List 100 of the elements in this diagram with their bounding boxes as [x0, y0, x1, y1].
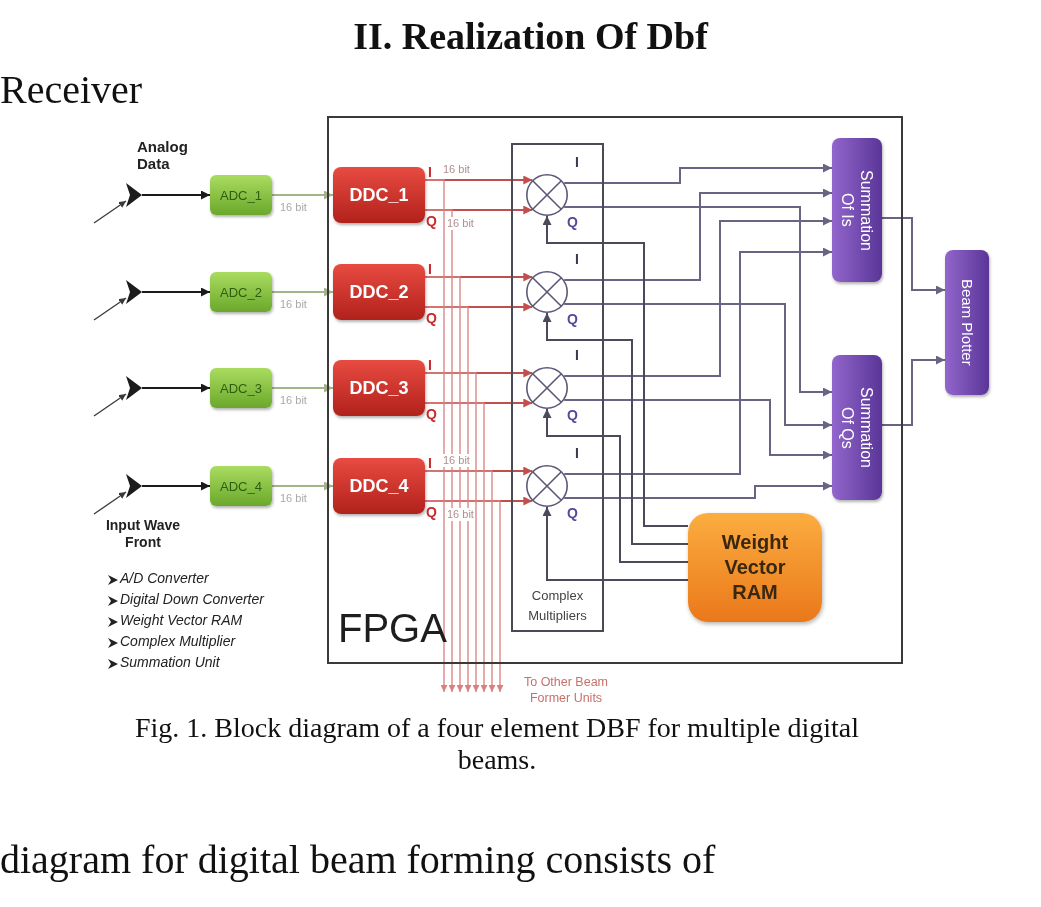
component-list-item: A/D Converter [120, 570, 209, 586]
arrow [424, 306, 472, 693]
ddc-block [333, 458, 425, 514]
arrow [563, 247, 833, 475]
block-label: ADC_1 [220, 187, 262, 203]
body-text: Receiver [0, 66, 143, 113]
fpga-label: FPGA [338, 608, 447, 648]
antenna-symbol [126, 376, 142, 400]
edge-label: 16 bit [442, 454, 471, 468]
signal-label: I [428, 261, 432, 277]
arrow [542, 312, 689, 545]
block-label: ADC_2 [220, 284, 262, 300]
adc-block [210, 175, 272, 215]
arrow [141, 383, 211, 393]
antenna-symbol [126, 280, 142, 304]
arrow [424, 372, 480, 693]
block-label: ADC_4 [220, 478, 262, 494]
arrow [563, 206, 833, 397]
arrow [563, 188, 833, 281]
signal-label: I [575, 251, 579, 267]
antenna-symbol [126, 183, 142, 207]
signal-label: Q [567, 505, 578, 521]
arrow [424, 209, 456, 693]
section-heading: II. Realization Of Dbf [353, 15, 708, 57]
ddc-block [333, 264, 425, 320]
ddc-block [333, 167, 425, 223]
signal-label: I [575, 445, 579, 461]
fpga-boundary [327, 116, 903, 664]
component-list-item: Digital Down Converter [120, 591, 264, 607]
signal-label: Q [426, 504, 437, 520]
block-label: Beam Plotter [958, 279, 976, 366]
multiplier-symbol [526, 367, 568, 409]
arrow [542, 506, 689, 581]
signal-label: Q [426, 213, 437, 229]
signal-label: I [428, 357, 432, 373]
arrow [424, 402, 488, 693]
arrow [542, 408, 689, 563]
adc-block [210, 368, 272, 408]
arrow [424, 470, 496, 693]
summation-block [832, 138, 882, 282]
arrow [141, 190, 211, 200]
block-label: ADC_3 [220, 380, 262, 396]
block-label: DDC_4 [349, 475, 409, 497]
block-label: DDC_1 [349, 184, 409, 206]
arrow [271, 190, 334, 200]
block-label: DDC_3 [349, 377, 409, 399]
block-label: Weight Vector RAM [720, 530, 790, 605]
arrow [563, 481, 833, 499]
arrow [271, 481, 334, 491]
ddc-block [333, 360, 425, 416]
antenna-symbol [126, 474, 142, 498]
ram-block [688, 513, 822, 622]
arrow [563, 163, 833, 184]
input-note: Input Wave Front [104, 517, 182, 551]
figure-caption: Fig. 1. Block diagram of a four element DBF for multiple digital beams. [134, 712, 860, 777]
multiplier-symbol [526, 465, 568, 507]
edge-label: 16 bit [446, 217, 475, 231]
body-text: diagram for digital beam forming consists of [0, 836, 716, 883]
arrow [93, 491, 127, 515]
arrow [271, 287, 334, 297]
signal-label: Q [426, 406, 437, 422]
arrow [271, 383, 334, 393]
arrow [563, 303, 833, 430]
block-label: Summation Of Qs [838, 386, 877, 470]
arrow [424, 500, 504, 693]
arrow [424, 276, 464, 693]
summation-block [832, 355, 882, 500]
arrow [424, 179, 448, 693]
component-list-item: Complex Multiplier [120, 633, 236, 649]
arrow [93, 393, 127, 417]
group-label: Complex Multipliers [527, 586, 588, 625]
signal-label: I [428, 164, 432, 180]
arrow [93, 200, 127, 224]
signal-label: Q [567, 311, 578, 327]
adc-block [210, 272, 272, 312]
arrow [563, 399, 833, 460]
arrow [881, 355, 946, 426]
plotter-block [945, 250, 989, 395]
signal-label: Q [567, 407, 578, 423]
signal-label: I [575, 347, 579, 363]
signal-label: Q [567, 214, 578, 230]
component-list-item: Summation Unit [120, 654, 220, 670]
adc-block [210, 466, 272, 506]
signal-label: I [428, 455, 432, 471]
multiplier-symbol [526, 271, 568, 313]
block-label: DDC_2 [349, 281, 409, 303]
arrow [881, 217, 946, 295]
signal-label: I [575, 154, 579, 170]
arrow [542, 215, 689, 527]
signal-label: Q [426, 310, 437, 326]
multiplier-group-box [511, 143, 604, 632]
arrow [93, 297, 127, 321]
arrow [141, 287, 211, 297]
output-note: To Other Beam Former Units [522, 674, 610, 707]
multiplier-symbol [526, 174, 568, 216]
arrow [141, 481, 211, 491]
component-list-item: Weight Vector RAM [120, 612, 243, 628]
block-label: Summation Of Is [838, 168, 877, 253]
arrow [563, 216, 833, 377]
edge-label: 16 bit [446, 508, 475, 522]
